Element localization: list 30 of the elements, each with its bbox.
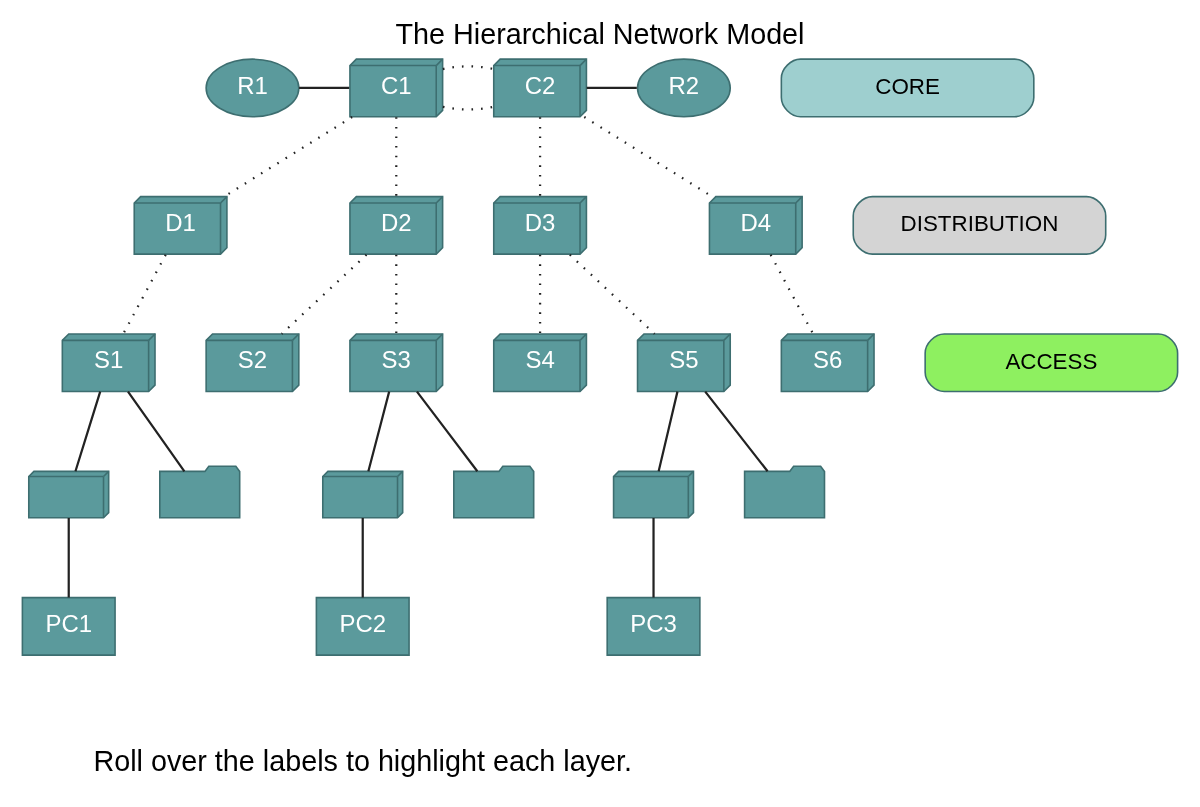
connector bbox=[67, 518, 70, 598]
node-box: DISTRIBUTION bbox=[852, 195, 1107, 255]
connector bbox=[122, 254, 167, 335]
connector bbox=[569, 253, 656, 335]
node-printer bbox=[743, 465, 826, 519]
connector bbox=[299, 86, 350, 90]
connector bbox=[367, 391, 391, 472]
node-box: ACCESS bbox=[924, 333, 1179, 393]
connector bbox=[442, 105, 494, 111]
diagram-title: The Hierarchical Network Model bbox=[395, 17, 805, 50]
connector bbox=[652, 518, 655, 598]
node-printer bbox=[159, 465, 241, 519]
connector bbox=[416, 390, 479, 472]
connector bbox=[704, 390, 769, 472]
connector bbox=[281, 253, 368, 335]
node-box: CORE bbox=[780, 58, 1035, 118]
connector bbox=[127, 391, 186, 472]
node-box: PC1 bbox=[21, 596, 116, 656]
connector bbox=[361, 518, 364, 598]
node-ellipse: R2 bbox=[636, 58, 731, 118]
node-ellipse: R1 bbox=[205, 58, 300, 118]
connector bbox=[74, 391, 102, 472]
node-box: PC2 bbox=[315, 596, 410, 656]
connector bbox=[657, 391, 679, 472]
caption: Roll over the labels to highlight each layer. bbox=[93, 744, 633, 777]
connector bbox=[442, 65, 494, 71]
connector bbox=[586, 86, 637, 90]
connector bbox=[769, 254, 815, 335]
node-printer bbox=[453, 465, 535, 519]
node-box: PC3 bbox=[606, 596, 701, 656]
